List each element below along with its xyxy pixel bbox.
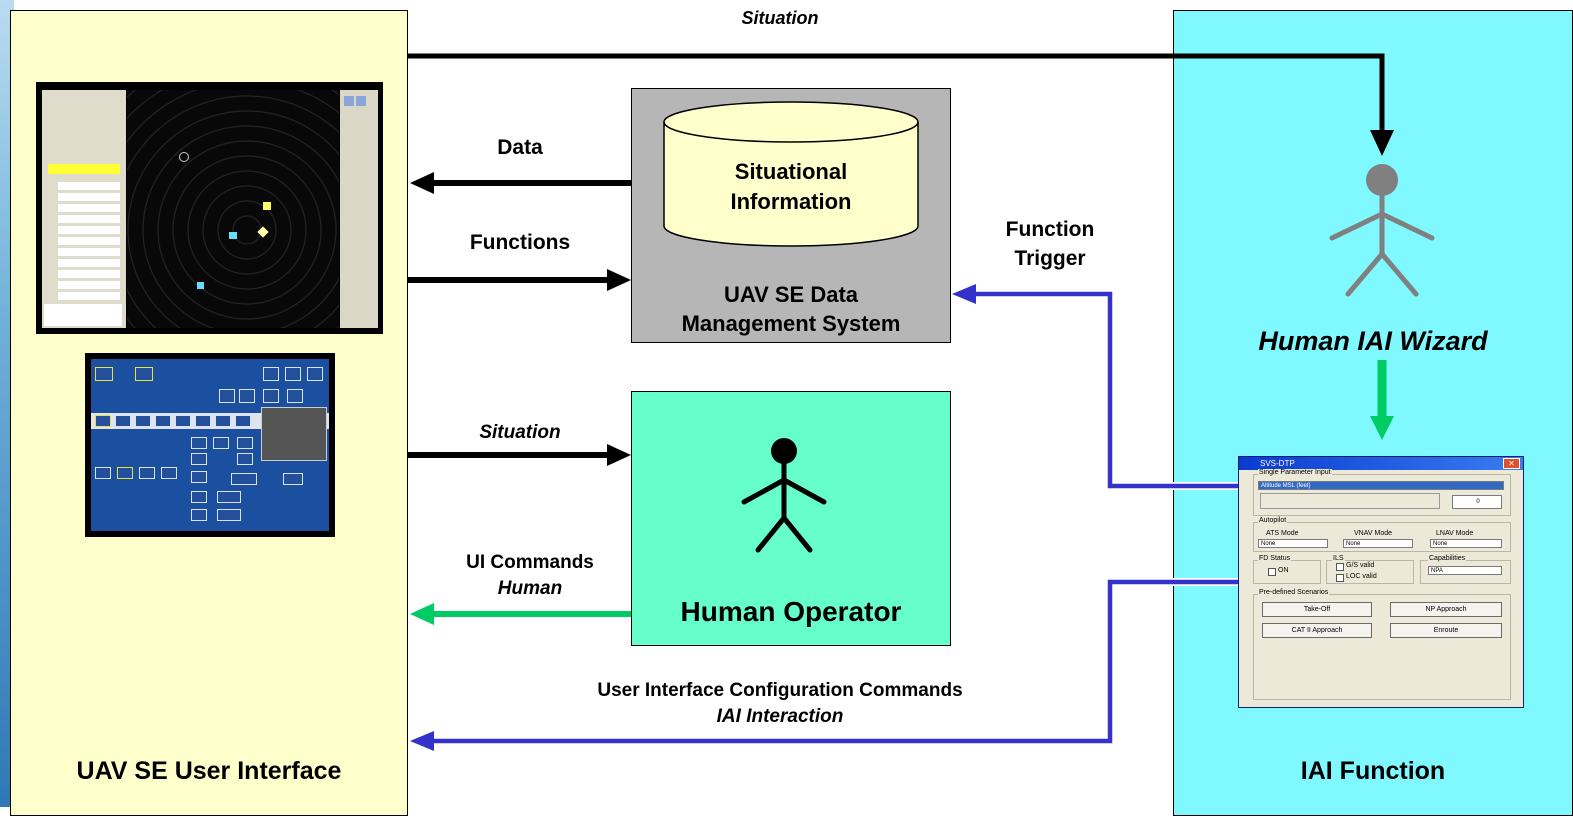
dms-title-line1: UAV SE Data <box>723 282 859 307</box>
parameter-select[interactable]: Altitude MSL (feet) <box>1258 481 1504 490</box>
ui-commands-label: UI Commands <box>466 552 594 573</box>
lnav-mode-select[interactable]: None <box>1430 539 1502 548</box>
operator-stick-figure-icon <box>741 438 827 553</box>
ui-commands-arrow <box>410 603 631 625</box>
takeoff-button[interactable]: Take-Off <box>1262 602 1372 617</box>
situation-operator-label: Situation <box>479 422 561 443</box>
parameter-value-field[interactable]: 0 <box>1452 495 1502 509</box>
capabilities-select[interactable]: NPA <box>1428 566 1502 575</box>
database-label-line2: Information <box>730 189 852 214</box>
config-commands-label: User Interface Configuration Commands <box>597 680 963 701</box>
gs-valid-label: G/S valid <box>1346 562 1375 569</box>
human-iai-wizard-label: Human IAI Wizard <box>1258 326 1488 356</box>
data-arrow <box>410 172 631 194</box>
iai-panel-title: IAI Function <box>1300 757 1446 785</box>
wizard-stick-figure-icon <box>1329 164 1435 297</box>
human-operator-box <box>631 391 951 646</box>
radar-scope <box>127 90 339 328</box>
situation-top-label: Situation <box>741 8 819 28</box>
loc-valid-label: LOC valid <box>1346 573 1377 580</box>
dialog-title: SVS-DTP <box>1260 459 1295 468</box>
wizard-to-function-arrow <box>1370 360 1394 440</box>
single-parameter-group <box>1253 474 1511 516</box>
ils-group <box>1326 560 1414 584</box>
lnav-mode-label: LNAV Mode <box>1436 530 1474 537</box>
capabilities-label: Capabilities <box>1428 555 1467 562</box>
np-approach-button[interactable]: NP Approach <box>1390 602 1502 617</box>
human-operator-label: Human Operator <box>680 596 902 627</box>
ats-mode-select[interactable]: None <box>1258 539 1328 548</box>
scenarios-group <box>1253 594 1511 700</box>
control-panel-buttons <box>91 359 329 531</box>
enroute-button[interactable]: Enroute <box>1390 623 1502 638</box>
radar-info-sidebar <box>42 90 126 328</box>
functions-label: Functions <box>469 231 571 254</box>
dms-title-line2: Management System <box>681 311 901 336</box>
vnav-mode-label: VNAV Mode <box>1354 530 1392 537</box>
autopilot-label: Autopilot <box>1258 517 1288 524</box>
data-label: Data <box>497 136 543 159</box>
configuration-commands-arrow <box>410 578 1238 751</box>
vnav-mode-select[interactable]: None <box>1343 539 1413 548</box>
fd-on-label: ON <box>1278 567 1289 574</box>
single-param-label: Single Parameter Input <box>1258 469 1332 476</box>
loc-valid-checkbox[interactable] <box>1336 574 1344 582</box>
fd-status-label: FD Status <box>1258 555 1292 562</box>
situation-top-arrow <box>408 53 1394 156</box>
ils-label: ILS <box>1332 555 1345 562</box>
database-cylinder-icon <box>663 101 919 247</box>
ui-panel-title: UAV SE User Interface <box>76 757 342 785</box>
functions-arrow <box>408 269 631 291</box>
database-label-line1: Situational <box>734 159 848 184</box>
dialog-title-bar <box>1239 457 1523 470</box>
function-trigger-arrow <box>952 284 1238 490</box>
gs-valid-checkbox[interactable] <box>1336 563 1344 571</box>
fd-on-checkbox[interactable] <box>1268 568 1276 576</box>
scenarios-label: Pre-defined Scenarios <box>1258 589 1330 596</box>
situation-operator-arrow <box>408 444 631 466</box>
radar-control-strip <box>340 90 378 328</box>
function-trigger-label-line2: Trigger <box>1014 247 1086 270</box>
ats-mode-label: ATS Mode <box>1266 530 1299 537</box>
parameter-slider[interactable] <box>1260 493 1440 509</box>
cat2-approach-button[interactable]: CAT II Approach <box>1262 623 1372 638</box>
function-trigger-label-line1: Function <box>1005 218 1095 241</box>
close-icon[interactable]: ✕ <box>1503 458 1520 469</box>
autopilot-group <box>1253 522 1511 552</box>
iai-interaction-label: IAI Interaction <box>716 706 844 727</box>
ui-commands-human-label: Human <box>497 578 563 599</box>
